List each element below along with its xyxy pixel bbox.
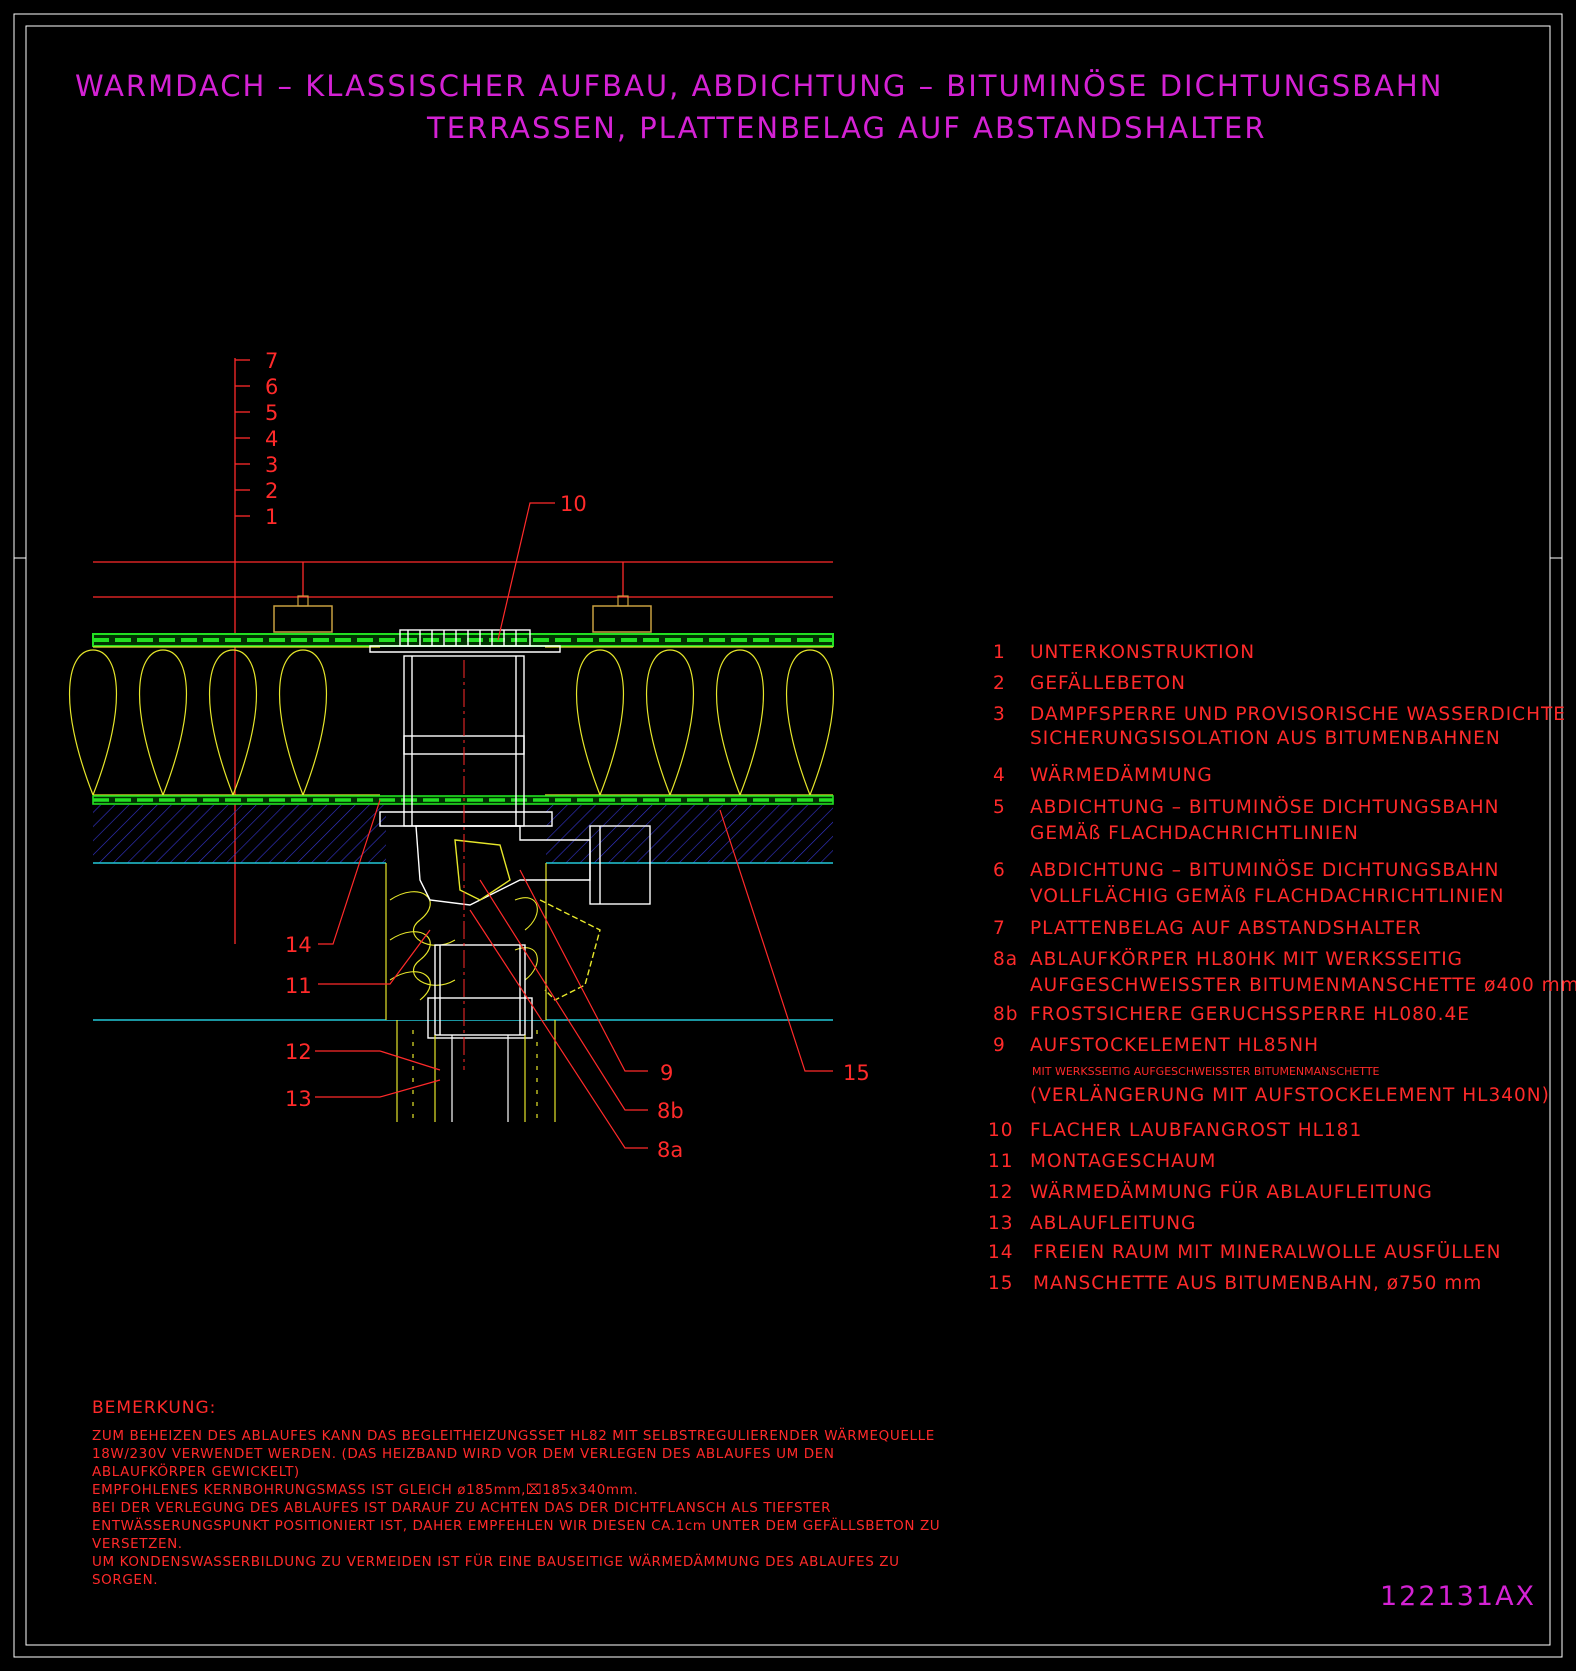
scale-label-5: 5 <box>265 401 278 425</box>
legend-num-5: 5 <box>993 797 1006 818</box>
scale-label-4: 4 <box>265 427 278 451</box>
scale-label-6: 6 <box>265 375 278 399</box>
remarks-line-6: ENTWÄSSERUNGSPUNKT POSITIONIERT IST, DAH… <box>92 1516 940 1534</box>
legend-text-7: PLATTENBELAG AUF ABSTANDSHALTER <box>1030 918 1422 939</box>
legend-text-5b: GEMÄß FLACHDACHRICHTLINIEN <box>1030 823 1359 844</box>
remarks-heading: BEMERKUNG: <box>92 1398 216 1418</box>
callout-13: 13 <box>285 1087 312 1111</box>
legend-text-9: AUFSTOCKELEMENT HL85NH <box>1030 1035 1319 1056</box>
legend-num-6: 6 <box>993 860 1006 881</box>
lower-membrane <box>92 795 834 805</box>
legend-num-7: 7 <box>993 918 1006 939</box>
legend-text-3a: DAMPFSPERRE UND PROVISORISCHE WASSERDICH… <box>1030 704 1566 725</box>
legend: 1 UNTERKONSTRUKTION 2 GEFÄLLEBETON 3 DAM… <box>988 642 1576 1294</box>
title-line-1: WARMDACH – KLASSISCHER AUFBAU, ABDICHTUN… <box>75 69 1443 103</box>
remarks-line-3: ABLAUFKÖRPER GEWICKELT) <box>92 1462 300 1480</box>
remarks-line-1: ZUM BEHEIZEN DES ABLAUFES KANN DAS BEGLE… <box>92 1426 935 1444</box>
scale-label-2: 2 <box>265 479 278 503</box>
legend-text-8b: FROSTSICHERE GERUCHSSPERRE HL080.4E <box>1030 1004 1470 1025</box>
callout-8a: 8a <box>657 1138 683 1162</box>
legend-num-14: 14 <box>988 1242 1014 1263</box>
legend-text-5a: ABDICHTUNG – BITUMINÖSE DICHTUNGSBAHN <box>1030 796 1499 818</box>
legend-text-11: MONTAGESCHAUM <box>1030 1151 1216 1172</box>
legend-text-3b: SICHERUNGSISOLATION AUS BITUMENBAHNEN <box>1030 728 1501 749</box>
inner-frame <box>25 25 1551 1646</box>
scale-label-3: 3 <box>265 453 278 477</box>
callout-8b: 8b <box>657 1099 684 1123</box>
callout-14: 14 <box>285 933 312 957</box>
legend-num-13: 13 <box>988 1213 1014 1234</box>
odour-trap <box>454 839 511 901</box>
legend-text-13: ABLAUFLEITUNG <box>1030 1213 1196 1234</box>
legend-num-8a: 8a <box>993 949 1018 970</box>
legend-num-10: 10 <box>988 1120 1014 1141</box>
remarks-line-5: BEI DER VERLEGUNG DES ABLAUFES IST DARAU… <box>92 1500 831 1516</box>
drain-assembly <box>369 629 651 1070</box>
legend-text-10: FLACHER LAUBFANGROST HL181 <box>1030 1120 1362 1141</box>
legend-text-4: WÄRMEDÄMMUNG <box>1030 765 1213 786</box>
legend-text-6b: VOLLFLÄCHIG GEMÄß FLACHDACHRICHTLINIEN <box>1030 886 1505 907</box>
legend-text-1: UNTERKONSTRUKTION <box>1030 642 1255 663</box>
title-line-2: TERRASSEN, PLATTENBELAG AUF ABSTANDSHALT… <box>426 111 1267 145</box>
legend-num-4: 4 <box>993 765 1006 786</box>
legend-num-12: 12 <box>988 1182 1014 1203</box>
callout-11: 11 <box>285 974 312 998</box>
legend-num-8b: 8b <box>993 1004 1019 1025</box>
legend-num-9: 9 <box>993 1035 1006 1056</box>
scale-label-7: 7 <box>265 349 278 373</box>
drain-pipe-below <box>396 1020 556 1122</box>
roof-section <box>68 561 835 1122</box>
drawing-code: 122131AX <box>1380 1581 1536 1612</box>
legend-text-8a-2: AUFGESCHWEISSTER BITUMENMANSCHETTE ø400 … <box>1030 975 1576 996</box>
remarks: BEMERKUNG: ZUM BEHEIZEN DES ABLAUFES KAN… <box>92 1398 940 1588</box>
leader-lines <box>315 502 833 1149</box>
legend-num-11: 11 <box>988 1151 1014 1172</box>
legend-num-2: 2 <box>993 673 1006 694</box>
remarks-line-8: UM KONDENSWASSERBILDUNG ZU VERMEIDEN IST… <box>92 1552 900 1570</box>
upper-membrane <box>92 633 834 647</box>
remarks-line-2: 18W/230V VERWENDET WERDEN. (DAS HEIZBAND… <box>92 1446 835 1462</box>
legend-text-8a-1: ABLAUFKÖRPER HL80HK MIT WERKSSEITIG <box>1030 948 1463 970</box>
remarks-line-9: SORGEN. <box>92 1572 158 1588</box>
legend-num-15: 15 <box>988 1273 1014 1294</box>
legend-text-2: GEFÄLLEBETON <box>1030 673 1186 694</box>
legend-text-9-small: MIT WERKSSEITIG AUFGESCHWEISSTER BITUMEN… <box>1032 1065 1380 1078</box>
outer-frame <box>13 13 1563 1658</box>
remarks-line-4: EMPFOHLENES KERNBOHRUNGSMASS IST GLEICH … <box>92 1482 638 1498</box>
mounting-foam <box>389 891 538 1001</box>
thermal-insulation <box>68 646 835 796</box>
spacer-pad-left <box>273 605 333 633</box>
outlet-pipe <box>434 944 526 1036</box>
callout-15: 15 <box>843 1061 870 1085</box>
legend-text-15: MANSCHETTE AUS BITUMENBAHN, ø750 mm <box>1033 1273 1482 1294</box>
legend-num-1: 1 <box>993 642 1006 663</box>
legend-text-6a: ABDICHTUNG – BITUMINÖSE DICHTUNGSBAHN <box>1030 859 1499 881</box>
callout-12: 12 <box>285 1040 312 1064</box>
legend-num-3: 3 <box>993 704 1006 725</box>
legend-text-12: WÄRMEDÄMMUNG FÜR ABLAUFLEITUNG <box>1030 1181 1433 1203</box>
drain-body <box>415 825 591 906</box>
callout-10: 10 <box>560 492 587 516</box>
legend-text-14: FREIEN RAUM MIT MINERALWOLLE AUSFÜLLEN <box>1033 1241 1501 1263</box>
remarks-line-7: VERSETZEN. <box>92 1536 183 1552</box>
legend-text-9-extra: (VERLÄNGERUNG MIT AUFSTOCKELEMENT HL340N… <box>1030 1085 1550 1106</box>
callout-9: 9 <box>660 1061 673 1085</box>
spacer-pad-right <box>592 605 652 633</box>
scale-label-1: 1 <box>265 505 278 529</box>
